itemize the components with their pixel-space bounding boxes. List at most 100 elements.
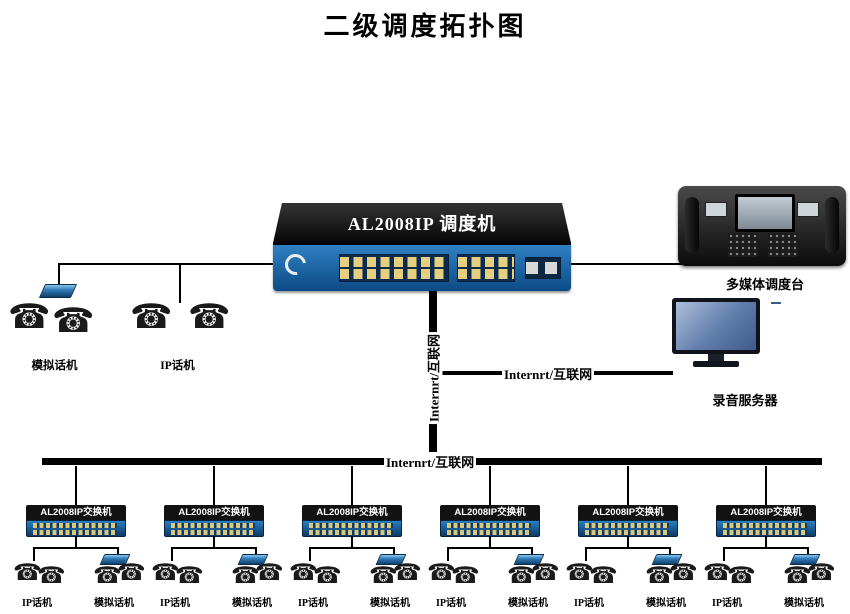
link-analog-drop [669,547,671,555]
link-split [447,547,533,549]
branch-switch-label: AL2008IP交换机 [440,505,540,520]
branch-switch: AL2008IP交换机 [26,505,126,537]
branch-switch-label: AL2008IP交换机 [164,505,264,520]
branch-switch: AL2008IP交换机 [578,505,678,537]
link-switch-down [765,536,767,548]
branch-switch-label: AL2008IP交换机 [302,505,402,520]
ethernet-ports-icon [26,520,126,537]
ip-phone-icon: ☎ [427,560,456,586]
link-analog-drop [117,547,119,555]
analog-phones-label: 模拟话机 [508,598,548,609]
core-switch-front-panel [273,243,571,291]
link-analog-hub-drop [58,263,60,284]
handset-icon [825,197,839,253]
ip-phone-icon: ☎ [130,297,173,337]
analog-phone-icon: ☎ [8,297,51,337]
ip-phone-icon: ☎ [151,560,180,586]
branch-cluster: AL2008IP交换机 ☎ ☎ ☎ ☎ IP话机 模拟话机 [7,466,146,614]
link-split [33,547,119,549]
console-label: 多媒体调度台 [725,277,804,292]
link-ip-drop [447,547,449,561]
server-monitor-icon [672,298,760,374]
branch-switch: AL2008IP交换机 [302,505,402,537]
ethernet-ports-icon [578,520,678,537]
analog-phone-icon: ☎ [52,301,95,341]
link-ip-drop [309,547,311,561]
link-bus-to-switch [489,466,491,506]
branch-switch-label: AL2008IP交换机 [716,505,816,520]
link-core-to-left-phones [59,263,273,265]
internet-label-bus: Internrt/互联网 [384,452,477,471]
gateway-hub-icon [38,284,78,298]
branch-switch: AL2008IP交换机 [440,505,540,537]
monitor-screen-icon [672,298,760,354]
link-analog-drop [255,547,257,555]
ethernet-ports-icon [302,520,402,537]
ip-phones-label: IP话机 [160,360,195,372]
keypad-icon [728,233,758,257]
analog-phone-icon: ☎ [117,560,146,586]
link-ip-drop [171,547,173,561]
link-core-to-console [571,263,691,265]
link-analog-drop [393,547,395,555]
ip-phone-icon: ☎ [589,563,618,589]
analog-phones-label: 模拟话机 [232,598,272,609]
link-split [171,547,257,549]
analog-phone-icon: ☎ [231,563,260,589]
link-ip-drop [33,547,35,561]
ip-phones-label: IP话机 [22,598,52,609]
ip-phone-icon: ☎ [451,563,480,589]
server-label: 录音服务器 [712,393,778,408]
diagram-title: 二级调度拓扑图 [323,12,527,41]
server-tower-icon [766,294,792,374]
handset-icon [685,197,699,253]
analog-phones-label: 模拟话机 [370,598,410,609]
analog-phone-icon: ☎ [507,563,536,589]
link-ip-drop [723,547,725,561]
core-switch-top-face: AL2008IP 调度机 [273,203,571,243]
link-ip-phone-drop [179,263,181,303]
analog-phones-label: 模拟话机 [31,360,78,372]
ip-phone-icon: ☎ [175,563,204,589]
link-bus-to-switch [351,466,353,506]
ip-phone-icon: ☎ [313,563,342,589]
link-analog-drop [807,547,809,555]
link-ip-drop [585,547,587,561]
analog-phone-icon: ☎ [531,560,560,586]
ip-phones-label: IP话机 [298,598,328,609]
console-screen-icon [735,194,795,232]
link-split [723,547,809,549]
link-bus-to-switch [213,466,215,506]
analog-phone-icon: ☎ [393,560,422,586]
ip-phone-icon: ☎ [565,560,594,586]
link-split [585,547,671,549]
keypad-icon [768,233,798,257]
core-dispatch-switch: AL2008IP 调度机 [273,203,571,291]
analog-phone-icon: ☎ [807,560,836,586]
analog-phone-icon: ☎ [783,563,812,589]
link-switch-down [351,536,353,548]
analog-phone-icon: ☎ [645,563,674,589]
branch-cluster: AL2008IP交换机 ☎ ☎ ☎ ☎ IP话机 模拟话机 [421,466,560,614]
branch-switch: AL2008IP交换机 [716,505,816,537]
ethernet-ports-icon [440,520,540,537]
ip-phones-label: IP话机 [160,598,190,609]
link-analog-drop [531,547,533,555]
ip-phone-icon: ☎ [188,297,231,337]
core-switch-label: AL2008IP 调度机 [347,214,497,234]
monitor-base-icon [693,361,739,367]
ethernet-ports-icon [716,520,816,537]
analog-phone-icon: ☎ [93,563,122,589]
ethernet-ports-icon [457,254,515,282]
ip-phone-icon: ☎ [727,563,756,589]
branch-cluster: AL2008IP交换机 ☎ ☎ ☎ ☎ IP话机 模拟话机 [559,466,698,614]
link-bus-to-switch [75,466,77,506]
analog-phones-label: 模拟话机 [646,598,686,609]
console-display-icon [705,202,727,217]
branch-cluster: AL2008IP交换机 ☎ ☎ ☎ ☎ IP话机 模拟话机 [145,466,284,614]
ip-phone-icon: ☎ [703,560,732,586]
ethernet-ports-icon [339,254,449,282]
ip-phones-label: IP话机 [712,598,742,609]
link-split [309,547,395,549]
